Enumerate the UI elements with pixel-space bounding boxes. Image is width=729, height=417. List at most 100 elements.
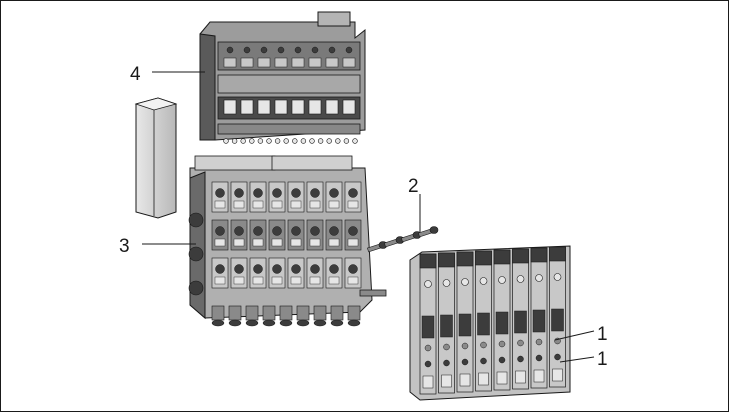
housing-tab	[291, 57, 305, 68]
valve-seal	[498, 340, 506, 348]
valve-seal	[480, 357, 487, 365]
base-valve-seat	[329, 226, 339, 236]
valve-coil	[421, 315, 435, 339]
part-2-screws	[367, 226, 439, 253]
base-valve-seat	[348, 226, 358, 236]
housing-pin	[223, 138, 229, 144]
housing-slot	[257, 99, 271, 115]
valve-module-cap	[512, 248, 529, 264]
base-valve-seat	[310, 264, 320, 274]
valve-seal	[535, 354, 543, 362]
housing-slot	[325, 99, 339, 115]
base-port	[347, 305, 361, 321]
housing-hole	[226, 46, 234, 54]
side-cover	[134, 97, 178, 219]
base-label-window	[252, 276, 264, 285]
valve-port	[478, 372, 489, 386]
valve-coil	[440, 314, 453, 338]
base-port	[313, 305, 327, 321]
base-label-window	[290, 276, 302, 285]
valve-module-cap	[456, 251, 474, 267]
housing-slot	[342, 99, 356, 115]
housing-slot	[291, 99, 305, 115]
base-side-port	[188, 280, 204, 296]
valve-indicator	[461, 278, 469, 286]
callout-2: 2	[408, 176, 419, 197]
valve-indicator	[424, 280, 432, 288]
leader-1-upper	[554, 330, 595, 341]
housing-tab	[223, 57, 237, 68]
base-label-window	[328, 200, 340, 209]
base-valve-seat	[310, 188, 320, 198]
base-port-fitting	[296, 319, 310, 327]
housing-pin	[292, 138, 298, 144]
valve-module-cap	[493, 249, 511, 265]
base-label-window	[290, 200, 302, 209]
screw-head	[429, 226, 439, 234]
base-valve-seat	[234, 226, 244, 236]
base-label-window	[309, 276, 321, 285]
valve-indicator	[479, 277, 488, 285]
housing-pin	[257, 138, 264, 144]
callout-4: 4	[130, 64, 141, 85]
valve-seal	[424, 360, 432, 368]
base-valve-seat	[234, 264, 244, 274]
housing-hole	[345, 46, 353, 54]
base-label-window	[309, 238, 321, 247]
valve-seal	[424, 344, 432, 352]
housing-hole	[277, 46, 285, 54]
base-label-window	[347, 276, 359, 285]
base-valve-seat	[253, 188, 263, 198]
base-label-window	[233, 200, 245, 209]
housing-tab	[342, 57, 356, 68]
valve-module-cap	[419, 253, 437, 269]
base-label-window	[271, 200, 283, 209]
valve-indicator	[535, 274, 543, 282]
base-label-window	[233, 238, 245, 247]
valve-module-cap	[475, 250, 492, 266]
housing-hole	[294, 46, 302, 54]
valve-seal	[461, 358, 469, 366]
base-valve-seat	[253, 264, 263, 274]
base-port-fitting	[279, 319, 293, 327]
base-port-fitting	[262, 319, 276, 327]
base-label-window	[214, 200, 226, 209]
base-valve-seat	[348, 188, 358, 198]
housing-pin	[317, 138, 324, 144]
base-label-window	[252, 200, 264, 209]
housing-pin	[309, 138, 315, 144]
valve-coil	[532, 309, 546, 333]
base-label-window	[233, 276, 245, 285]
valve-seal	[517, 355, 524, 363]
valve-port	[552, 368, 563, 382]
valve-seal	[461, 342, 469, 350]
housing-pin	[283, 138, 289, 144]
valve-coil	[495, 311, 509, 335]
valve-coil	[514, 310, 527, 334]
base-side-port	[188, 212, 204, 228]
valve-module-cap	[530, 247, 548, 263]
callout-3: 3	[119, 236, 130, 257]
base-valve-seat	[329, 264, 339, 274]
valve-module-cap	[438, 252, 455, 268]
valve-seal	[535, 338, 543, 346]
housing-tab	[325, 57, 339, 68]
valve-port	[441, 374, 452, 388]
housing-pin	[352, 138, 358, 144]
valve-port	[533, 369, 545, 383]
valve-port	[459, 373, 471, 387]
base-port	[245, 305, 259, 321]
base-valve-seat	[291, 226, 301, 236]
base-port	[262, 305, 276, 321]
base-valve-seat	[310, 226, 320, 236]
housing-pin	[231, 138, 238, 144]
valve-module-cap	[549, 246, 566, 262]
base-valve-seat	[348, 264, 358, 274]
base-valve-seat	[272, 226, 282, 236]
base-port-fitting	[347, 319, 361, 327]
base-side-port	[188, 246, 204, 262]
valve-seal	[443, 343, 450, 351]
part-3-base-block	[188, 155, 387, 327]
